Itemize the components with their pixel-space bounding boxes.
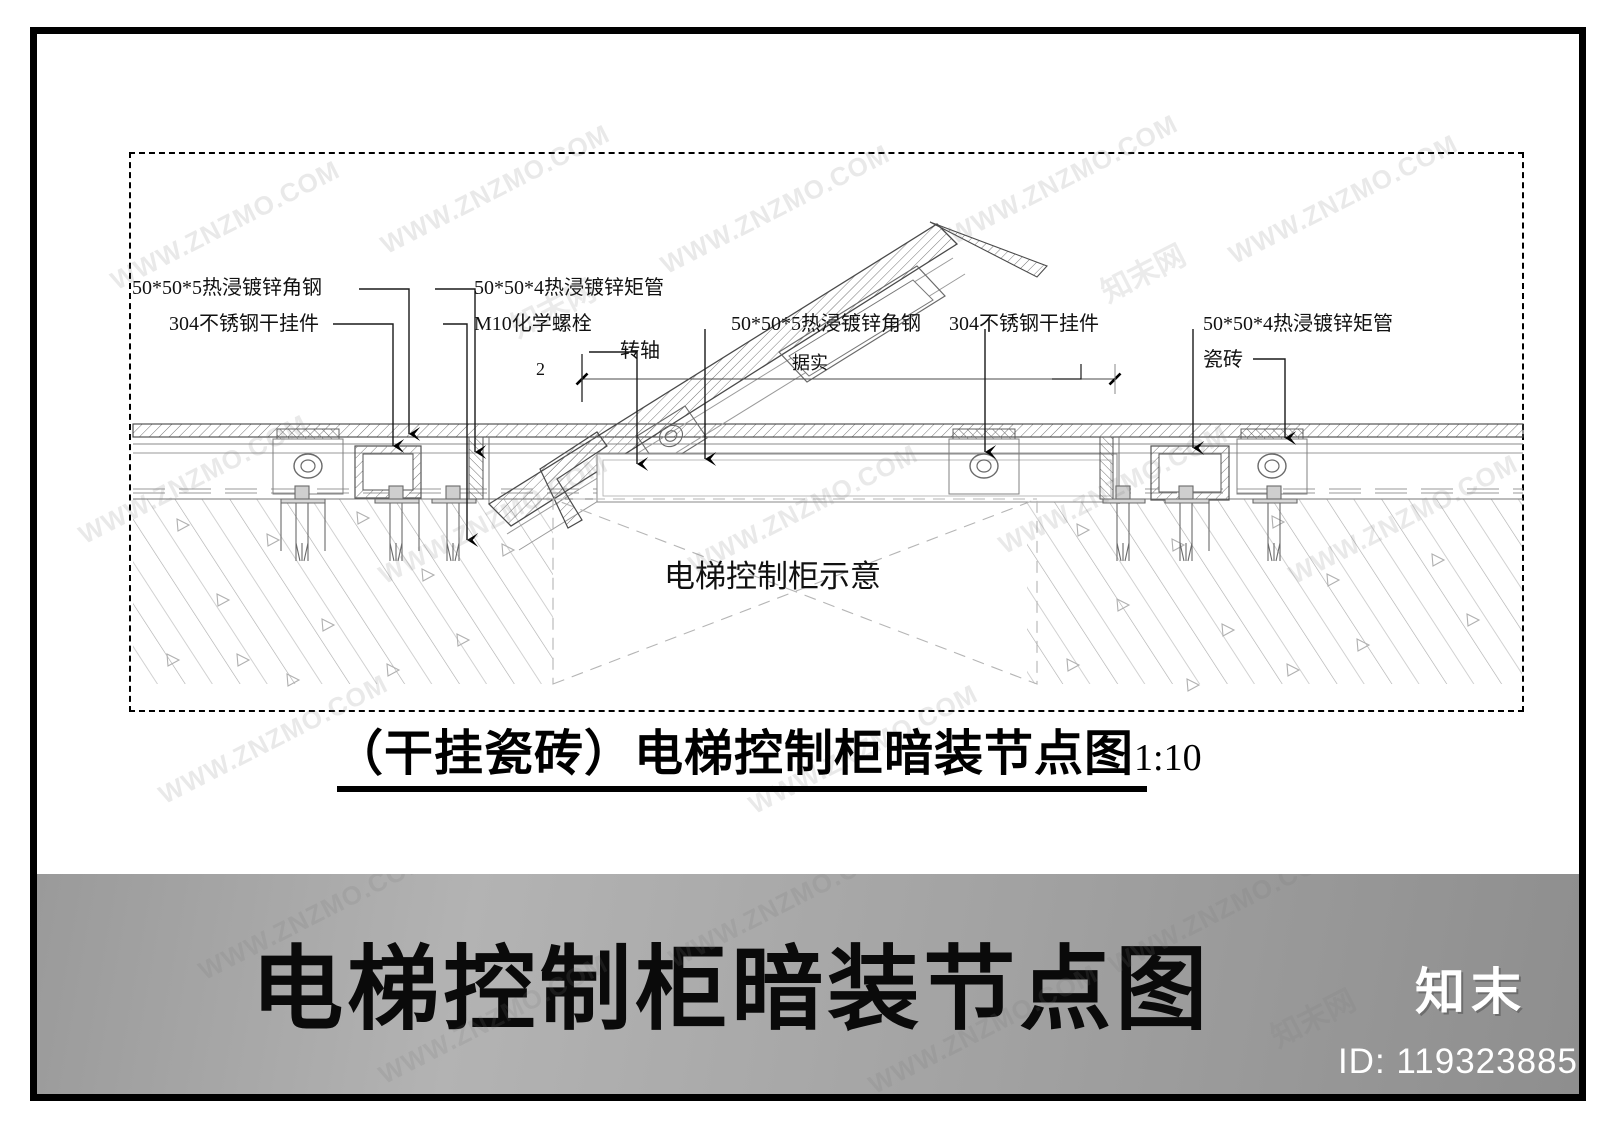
annotation-left-hanger: 304不锈钢干挂件 — [169, 313, 319, 335]
annotation-tile: 瓷砖 — [1203, 349, 1243, 371]
section-title-text: （干挂瓷砖）电梯控制柜暗装节点图 — [334, 724, 1135, 782]
annotation-mid-hanger: 304不锈钢干挂件 — [949, 313, 1099, 335]
section-title-underline — [337, 786, 1147, 792]
cad-linework — [132, 221, 1524, 692]
left-hanger-assembly — [272, 428, 477, 562]
right-assembly — [1099, 428, 1308, 562]
section-title-scale: 1:10 — [1134, 737, 1202, 779]
concrete-left — [133, 498, 553, 687]
brand-logo: 知末 — [1415, 962, 1527, 1021]
section-title-block: （干挂瓷砖）电梯控制柜暗装节点图1:10 — [37, 700, 1579, 830]
control-cabinet-body — [596, 453, 1118, 503]
dimension-mark-2: 2 — [536, 359, 545, 379]
annotation-left-angle-steel: 50*50*5热浸镀锌角钢 — [132, 277, 322, 299]
cabinet-schematic-outline — [552, 498, 1038, 685]
mid-hanger-assembly — [948, 428, 1020, 495]
section-title: （干挂瓷砖）电梯控制柜暗装节点图1:10 — [334, 714, 1202, 785]
leader-lines — [333, 288, 1297, 547]
annotation-pivot: 转轴 — [620, 340, 660, 362]
annotation-mid-angle-steel: 50*50*5热浸镀锌角钢 — [731, 313, 921, 335]
dimension-line — [575, 354, 1122, 402]
banner-title: 电梯控制柜暗装节点图 — [251, 934, 1212, 1043]
document-id: ID: 119323885 — [1337, 1042, 1578, 1081]
title-banner: 电梯控制柜暗装节点图 知末 WWW.ZNZMO.COM WWW.ZNZMO.CO… — [37, 874, 1579, 1094]
annotation-right-rect-tube: 50*50*4热浸镀锌矩管 — [1203, 313, 1393, 335]
annotation-rect-tube-top: 50*50*4热浸镀锌矩管 — [474, 277, 664, 299]
left-jamb — [468, 436, 490, 504]
concrete-right — [1027, 498, 1522, 692]
drawing-area: 50*50*5热浸镀锌角钢 304不锈钢干挂件 50*50*4热浸镀锌矩管 M1… — [37, 34, 1579, 868]
annotation-chemical-bolt: M10化学螺栓 — [474, 313, 592, 335]
dimension-value: 据实 — [792, 353, 828, 373]
annotation-cabinet-note: 电梯控制柜示意 — [664, 559, 881, 594]
